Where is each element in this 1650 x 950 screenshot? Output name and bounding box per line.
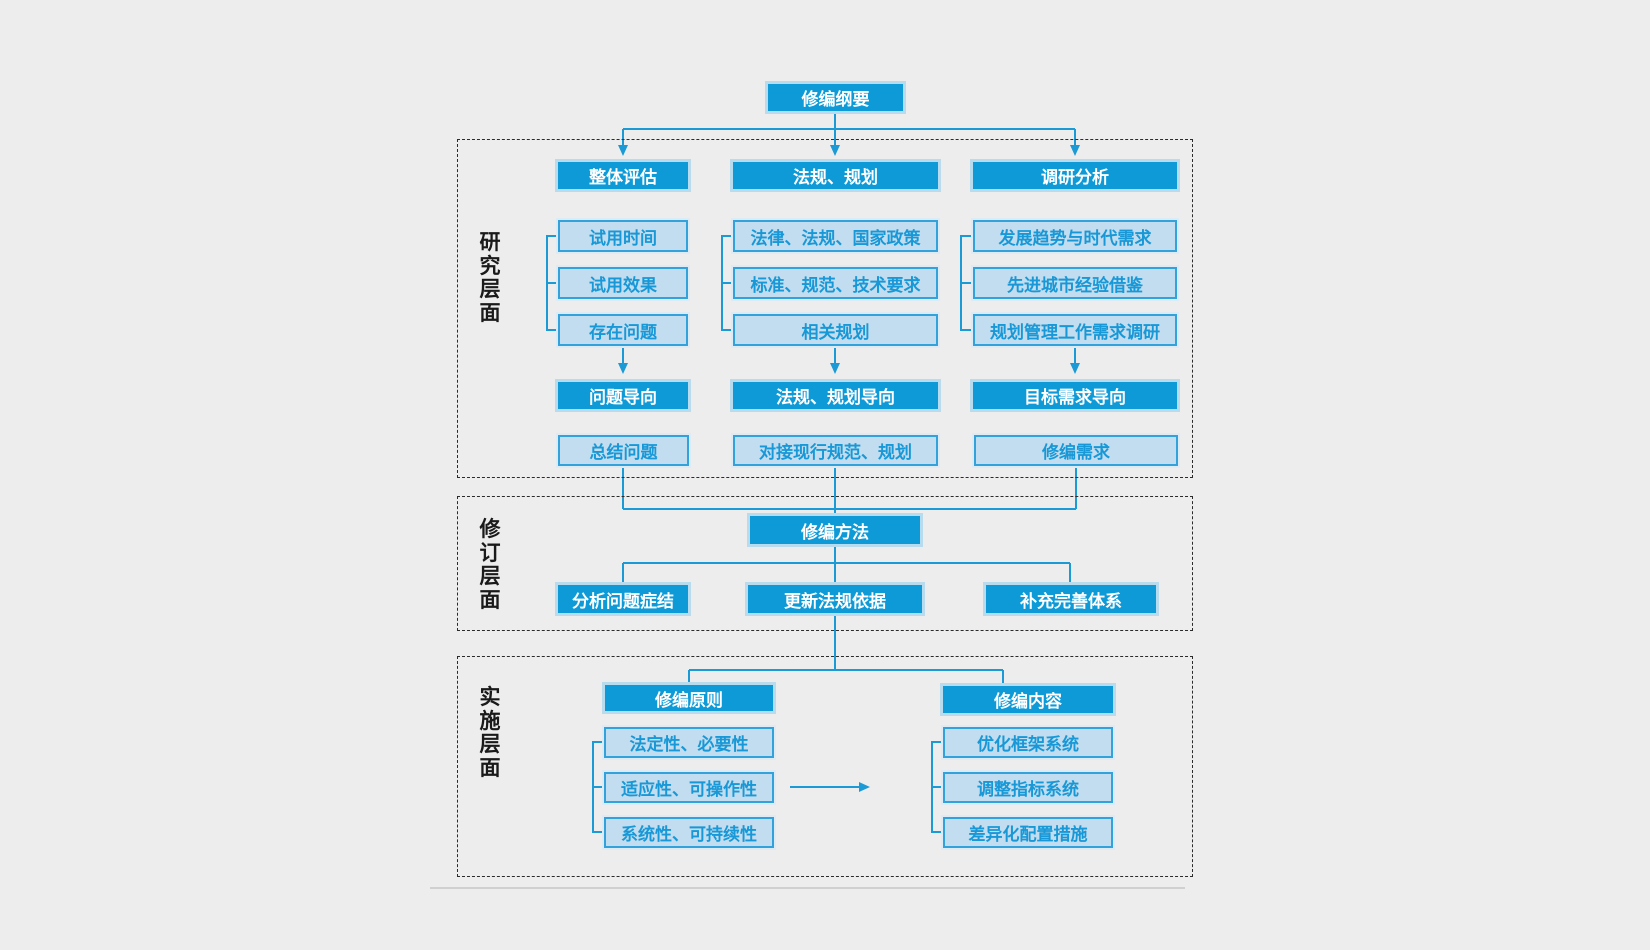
node-revision-contents: 修编内容	[943, 686, 1113, 713]
node-improve-system: 补充完善体系	[986, 585, 1156, 613]
bracket-research-left	[546, 235, 558, 331]
node-differentiated-measures: 差异化配置措施	[943, 817, 1113, 848]
node-trial-time: 试用时间	[558, 220, 688, 252]
node-systematic-sustainable: 系统性、可持续性	[604, 817, 774, 848]
section-label-research: 研究层面	[479, 231, 501, 325]
node-related-planning: 相关规划	[733, 314, 938, 346]
node-research-analysis: 调研分析	[973, 162, 1177, 189]
node-revision-principles: 修编原则	[605, 685, 773, 711]
node-revision-demand: 修编需求	[974, 435, 1178, 466]
node-revision-method: 修编方法	[750, 516, 920, 544]
node-existing-problems: 存在问题	[558, 314, 688, 346]
node-regulations-planning: 法规、规划	[733, 162, 938, 189]
node-analyze-problem-crux: 分析问题症结	[558, 585, 688, 613]
node-revision-outline: 修编纲要	[768, 84, 903, 111]
node-optimize-framework: 优化框架系统	[943, 727, 1113, 758]
node-standards-requirements: 标准、规范、技术要求	[733, 267, 938, 299]
node-update-legal-basis: 更新法规依据	[748, 585, 922, 613]
bracket-principles	[592, 741, 604, 833]
node-regulation-orientation: 法规、规划导向	[733, 382, 938, 409]
node-align-current-standards: 对接现行规范、规划	[733, 435, 938, 466]
section-revision-frame	[457, 496, 1193, 631]
node-summarize-problems: 总结问题	[558, 435, 689, 466]
node-trial-effect: 试用效果	[558, 267, 688, 299]
node-management-needs-survey: 规划管理工作需求调研	[973, 314, 1177, 346]
bracket-research-mid	[721, 235, 733, 331]
section-label-implementation: 实施层面	[479, 686, 501, 780]
bracket-contents	[931, 741, 943, 833]
node-adjust-indicators: 调整指标系统	[943, 772, 1113, 803]
node-overall-evaluation: 整体评估	[558, 162, 688, 189]
section-research-frame	[457, 139, 1193, 478]
node-laws-policies: 法律、法规、国家政策	[733, 220, 938, 252]
node-legality-necessity: 法定性、必要性	[604, 727, 774, 758]
section-label-revision: 修订层面	[479, 518, 501, 612]
node-adaptability-operability: 适应性、可操作性	[604, 772, 774, 803]
node-goal-demand-orientation: 目标需求导向	[973, 382, 1177, 409]
node-development-trends: 发展趋势与时代需求	[973, 220, 1177, 252]
connector-method-to-actions	[622, 544, 1071, 585]
node-city-experience: 先进城市经验借鉴	[973, 267, 1177, 299]
slide-edge-line	[430, 887, 1185, 889]
connector-to-implementation	[688, 613, 1004, 686]
connector-results-to-method	[622, 466, 1077, 516]
bracket-research-right	[960, 235, 973, 331]
node-problem-orientation: 问题导向	[558, 382, 688, 409]
section-implementation-frame	[457, 656, 1193, 877]
